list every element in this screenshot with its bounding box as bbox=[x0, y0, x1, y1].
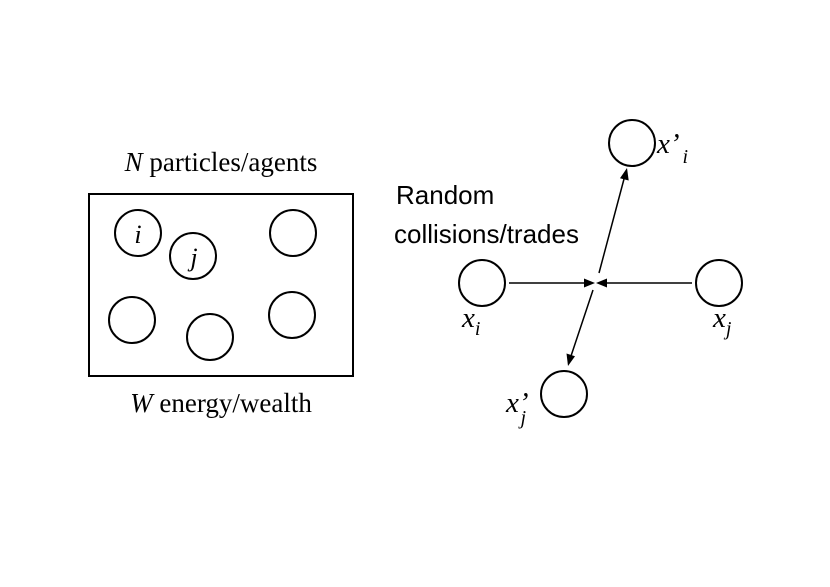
arrowhead-center-to-xprime-j bbox=[566, 353, 575, 366]
x-prime-i-base: x’ bbox=[656, 128, 680, 160]
particle-x-prime-j bbox=[540, 370, 588, 418]
x-i-subscript: i bbox=[475, 318, 481, 340]
x-i-label: xi bbox=[461, 302, 480, 340]
energy-wealth-label: W energy/wealth bbox=[130, 388, 312, 418]
x-prime-i-label: x’i bbox=[656, 128, 688, 168]
x-j-subscript: j bbox=[723, 318, 732, 340]
energy-wealth-text: energy/wealth bbox=[153, 388, 313, 418]
arrowhead-center-to-xprime-i bbox=[620, 168, 629, 181]
x-j-base: x bbox=[712, 302, 726, 334]
energy-symbol: W bbox=[130, 388, 155, 418]
arrowhead-xi-to-center bbox=[584, 278, 595, 288]
particle bbox=[268, 291, 316, 339]
particle-x-prime-i bbox=[608, 119, 656, 167]
arrow-center-to-xprime-i bbox=[598, 178, 625, 274]
particle-x-j bbox=[695, 259, 743, 307]
x-i-base: x bbox=[461, 302, 475, 334]
particle bbox=[108, 296, 156, 344]
particle-j-label: j bbox=[187, 243, 197, 272]
particle-i-label: i bbox=[134, 220, 141, 249]
particles-count-symbol: N bbox=[124, 147, 145, 177]
random-caption-line1: Random bbox=[396, 180, 494, 210]
arrow-center-to-xprime-j bbox=[570, 289, 594, 357]
x-prime-j-subscript: j bbox=[518, 407, 527, 429]
arrowhead-xj-to-center bbox=[596, 278, 607, 288]
particle-x-i bbox=[458, 259, 506, 307]
x-prime-i-subscript: i bbox=[683, 146, 689, 168]
particle bbox=[186, 313, 234, 361]
particle-j bbox=[169, 232, 217, 280]
x-prime-j-base: x’ bbox=[505, 387, 529, 419]
particle-box-panel: N particles/agents i j W energy/wealth bbox=[88, 147, 354, 418]
particles-agents-label: N particles/agents bbox=[124, 147, 318, 177]
collision-panel: Random collisions/trades x’i xi xj x’j bbox=[394, 119, 743, 429]
x-j-label: xj bbox=[712, 302, 732, 340]
particles-agents-text: particles/agents bbox=[143, 147, 318, 177]
particle-i bbox=[114, 209, 162, 257]
particle bbox=[269, 209, 317, 257]
collisions-trades-caption: collisions/trades bbox=[394, 219, 579, 249]
x-prime-j-label: x’j bbox=[505, 387, 529, 429]
particle-box bbox=[88, 193, 354, 377]
